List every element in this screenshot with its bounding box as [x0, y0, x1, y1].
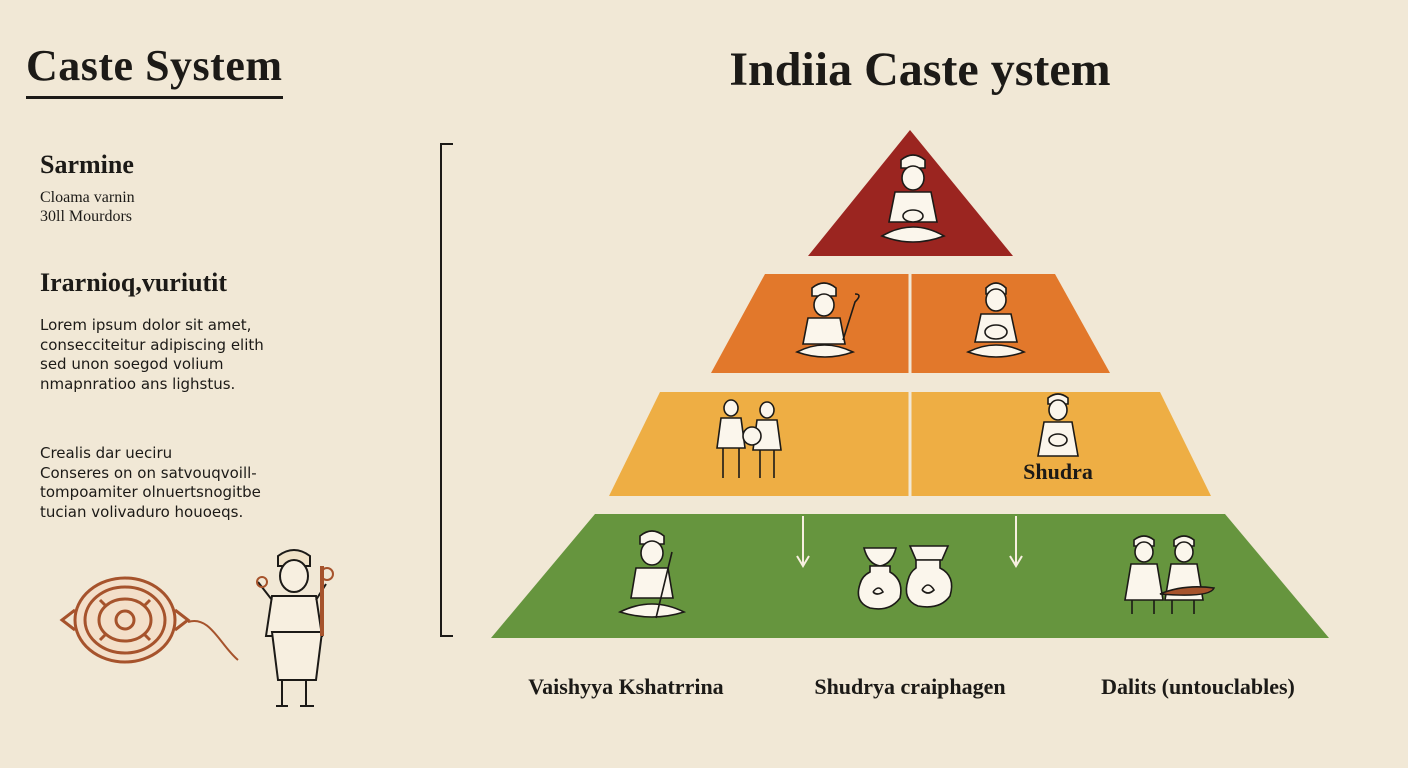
bottom-label-1: Vaishyya Kshatrrina: [528, 674, 724, 699]
section-2-line: consecciteitur adipiscing elith: [40, 335, 264, 354]
bracket-line: [440, 143, 453, 637]
section-2-line: nmapnratioo ans lighstus.: [40, 374, 236, 393]
dalit-figures-icon: [1124, 535, 1216, 614]
section-3-line: tucian volivaduro houoeqs.: [40, 502, 244, 521]
traders-figures-icon: [716, 399, 782, 478]
bottom-label-2: Shudrya craiphagen: [814, 674, 1006, 699]
section-3-line: Crealis dar ueciru: [40, 444, 173, 462]
section-heading-2: Irarnioq,vuriutit: [40, 268, 228, 297]
kshatriya-seated-figure-icon: [794, 282, 860, 358]
shudra-figure-icon: [1037, 393, 1079, 457]
left-panel-title: Caste System: [26, 40, 283, 99]
diagram-title: Indiia Caste ystem: [729, 43, 1111, 96]
section-2-paragraph: Lorem ipsum dolor sit amet, consecciteit…: [40, 316, 264, 394]
merchant-seated-figure-icon: [965, 282, 1027, 358]
section-1-line: Cloama varnin: [40, 189, 135, 206]
section-3-paragraph: Crealis dar ueciru Conseres on on satvou…: [40, 444, 261, 522]
section-1-text: Cloama varnin 30ll Mourdors: [40, 188, 135, 226]
section-2-line: Lorem ipsum dolor sit amet,: [40, 316, 252, 334]
brahmin-seated-figure-icon: [880, 154, 946, 243]
section-3-line: Conseres on on satvouqvoill-: [40, 463, 257, 482]
section-1-line: 30ll Mourdors: [40, 208, 132, 225]
bottom-label-3: Dalits (untouclables): [1101, 674, 1295, 699]
tier-3-label: Shudra: [1023, 459, 1093, 484]
down-arrow-icon: [796, 516, 1023, 568]
pots-icon: [857, 545, 953, 610]
section-heading-1: Sarmine: [40, 150, 134, 179]
section-3-line: tompoamiter olnuertsnogitbe: [40, 483, 261, 501]
laborer-seated-figure-icon: [617, 530, 687, 619]
section-2-line: sed unon soegod volium: [40, 355, 224, 373]
